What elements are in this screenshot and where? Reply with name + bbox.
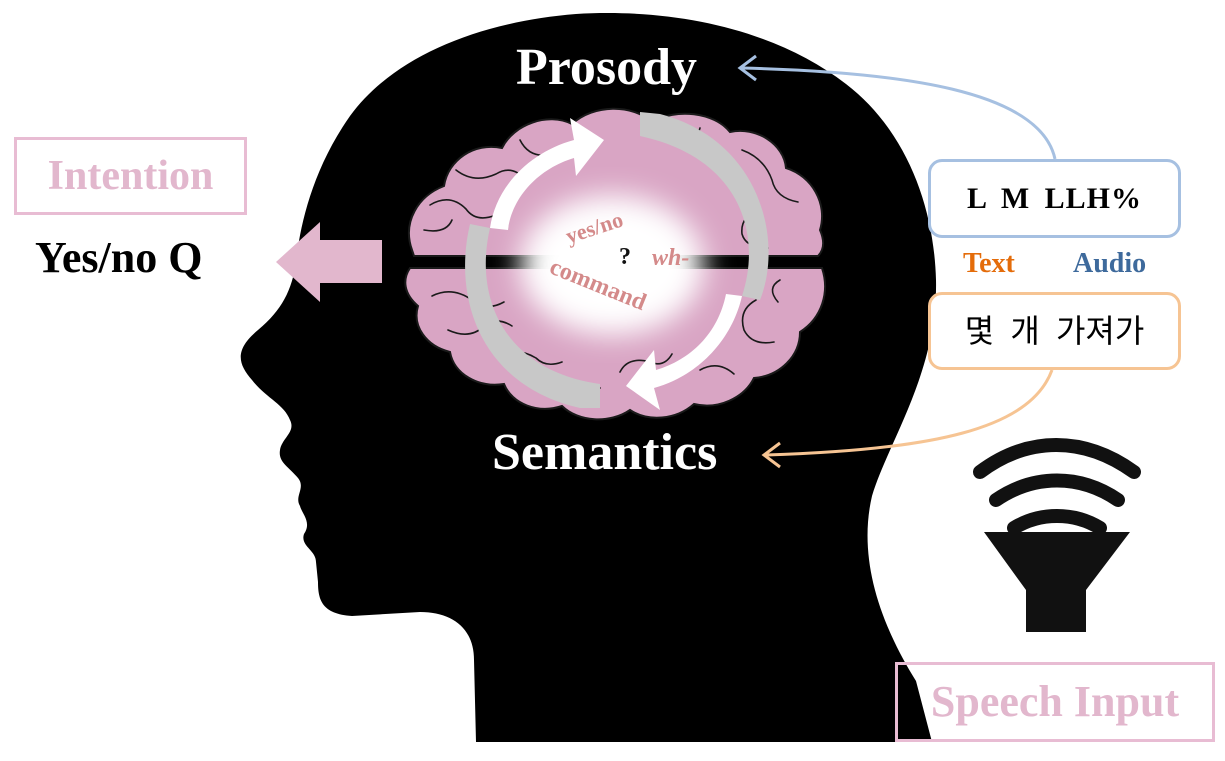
speech-input-box: Speech Input xyxy=(895,662,1215,742)
arrow-left-icon xyxy=(276,222,382,302)
speaker-icon xyxy=(973,438,1141,632)
audio-connector xyxy=(741,66,1057,160)
korean-text: 몇 개 가져가 xyxy=(964,312,1145,350)
text-arrowhead xyxy=(761,441,781,469)
wh-word: wh- xyxy=(652,245,690,271)
text-connector xyxy=(765,369,1054,457)
intention-title: Intention xyxy=(47,153,214,199)
speech-input-title: Speech Input xyxy=(930,677,1180,726)
intention-box: Intention xyxy=(14,137,247,215)
prosody-label: Prosody xyxy=(516,39,698,96)
audio-label: Audio xyxy=(1073,248,1147,279)
text-box: 몇 개 가져가 xyxy=(928,292,1181,370)
semantics-label: Semantics xyxy=(492,424,718,481)
cycle-arrows-icon xyxy=(465,112,769,410)
intention-value: Yes/no Q xyxy=(35,233,203,282)
text-label: Text xyxy=(963,248,1015,279)
audio-arrowhead xyxy=(737,54,757,82)
tone-box: L M LLH% xyxy=(928,159,1181,238)
center-cloud xyxy=(520,195,704,335)
tone-sequence: L M LLH% xyxy=(966,182,1143,215)
question-mark: ? xyxy=(619,244,631,270)
